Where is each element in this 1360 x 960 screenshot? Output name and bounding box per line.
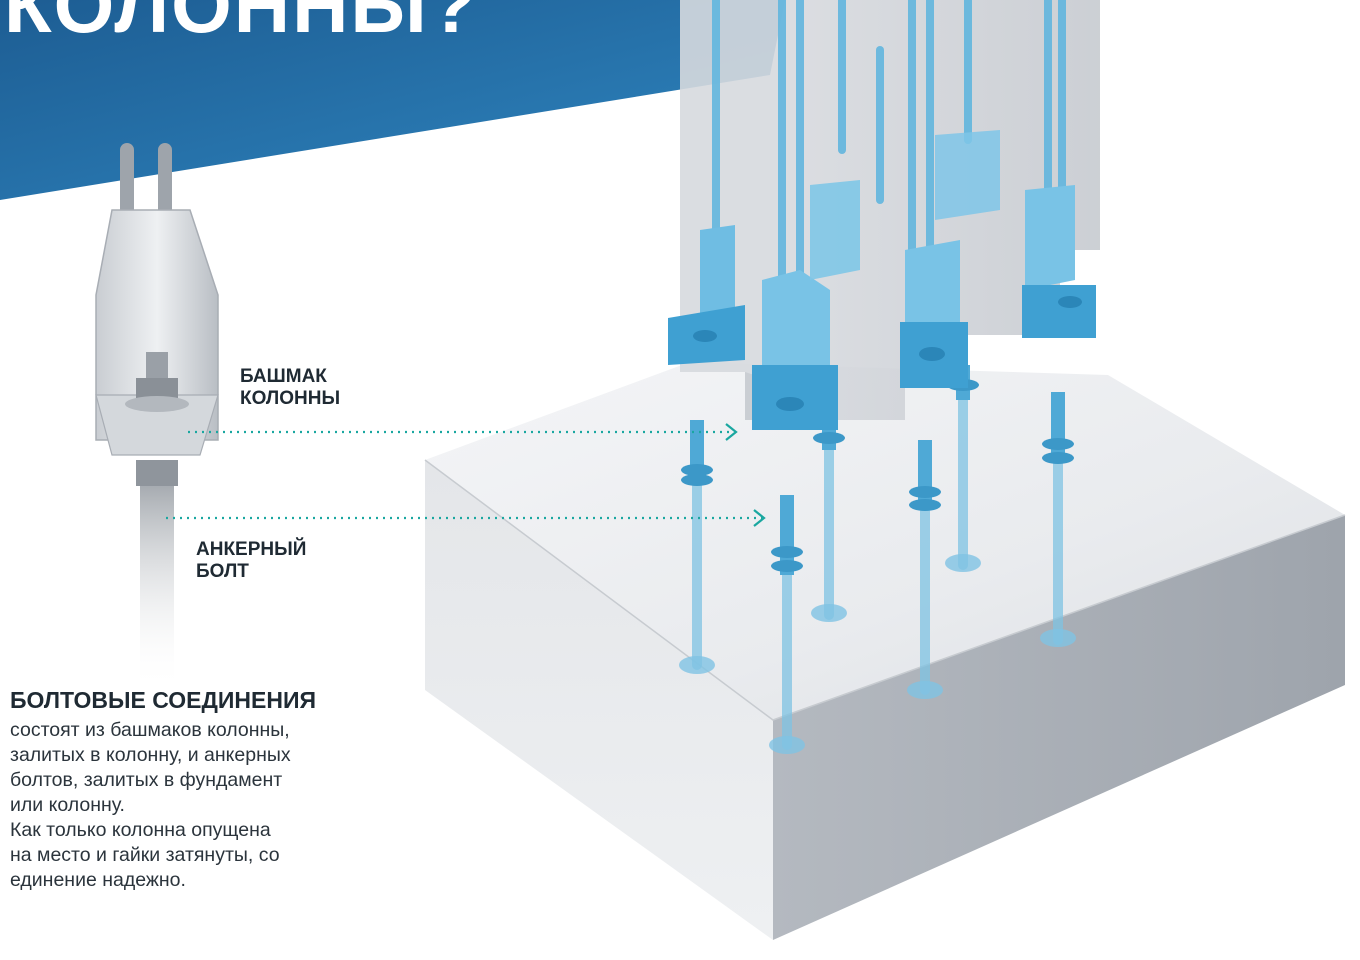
embedded-bolts [692,390,1063,750]
info-text: состоят из башмаков колонны, залитых в к… [10,719,291,891]
anchor-bolt [681,420,713,486]
anchor-bolt [1042,392,1074,464]
info-block: БОЛТОВЫЕ СОЕДИНЕНИЯ состоят из башмаков … [10,686,390,893]
shoe-body [95,209,219,441]
lower-nut [136,460,178,486]
leader-lines [166,423,766,527]
column-shoe [1022,185,1096,338]
column-rebars [712,0,1066,304]
anchor-bolt [771,495,803,575]
foundation-left-face [425,460,773,940]
banner-title: КОЛОННЫ? [4,0,479,49]
column-shoes [668,130,1096,430]
column-shoe [900,240,968,388]
shoe-detail [95,143,219,690]
foundation-right-face [773,515,1345,940]
info-heading: БОЛТОВЫЕ СОЕДИНЕНИЯ [10,687,317,713]
bolt-base-washers [679,554,1076,754]
foundation-top-face [425,362,1345,720]
anchor-bolt-label: АНКЕРНЫЙ БОЛТ [196,539,307,582]
title-banner [0,0,785,200]
column-shoe [668,225,745,365]
column-shoe [935,130,1000,220]
column-shoe [810,180,860,280]
foundation-block [424,362,1346,940]
bolt-leader-arrow [753,509,766,527]
bolt-nut [136,378,178,398]
anchor-bolt-rod [140,460,174,690]
shoe-leader-arrow [725,423,738,441]
anchor-bolt [909,440,941,511]
column-shoe [752,270,838,430]
column-shoe-label: БАШМАК КОЛОННЫ [240,366,341,409]
